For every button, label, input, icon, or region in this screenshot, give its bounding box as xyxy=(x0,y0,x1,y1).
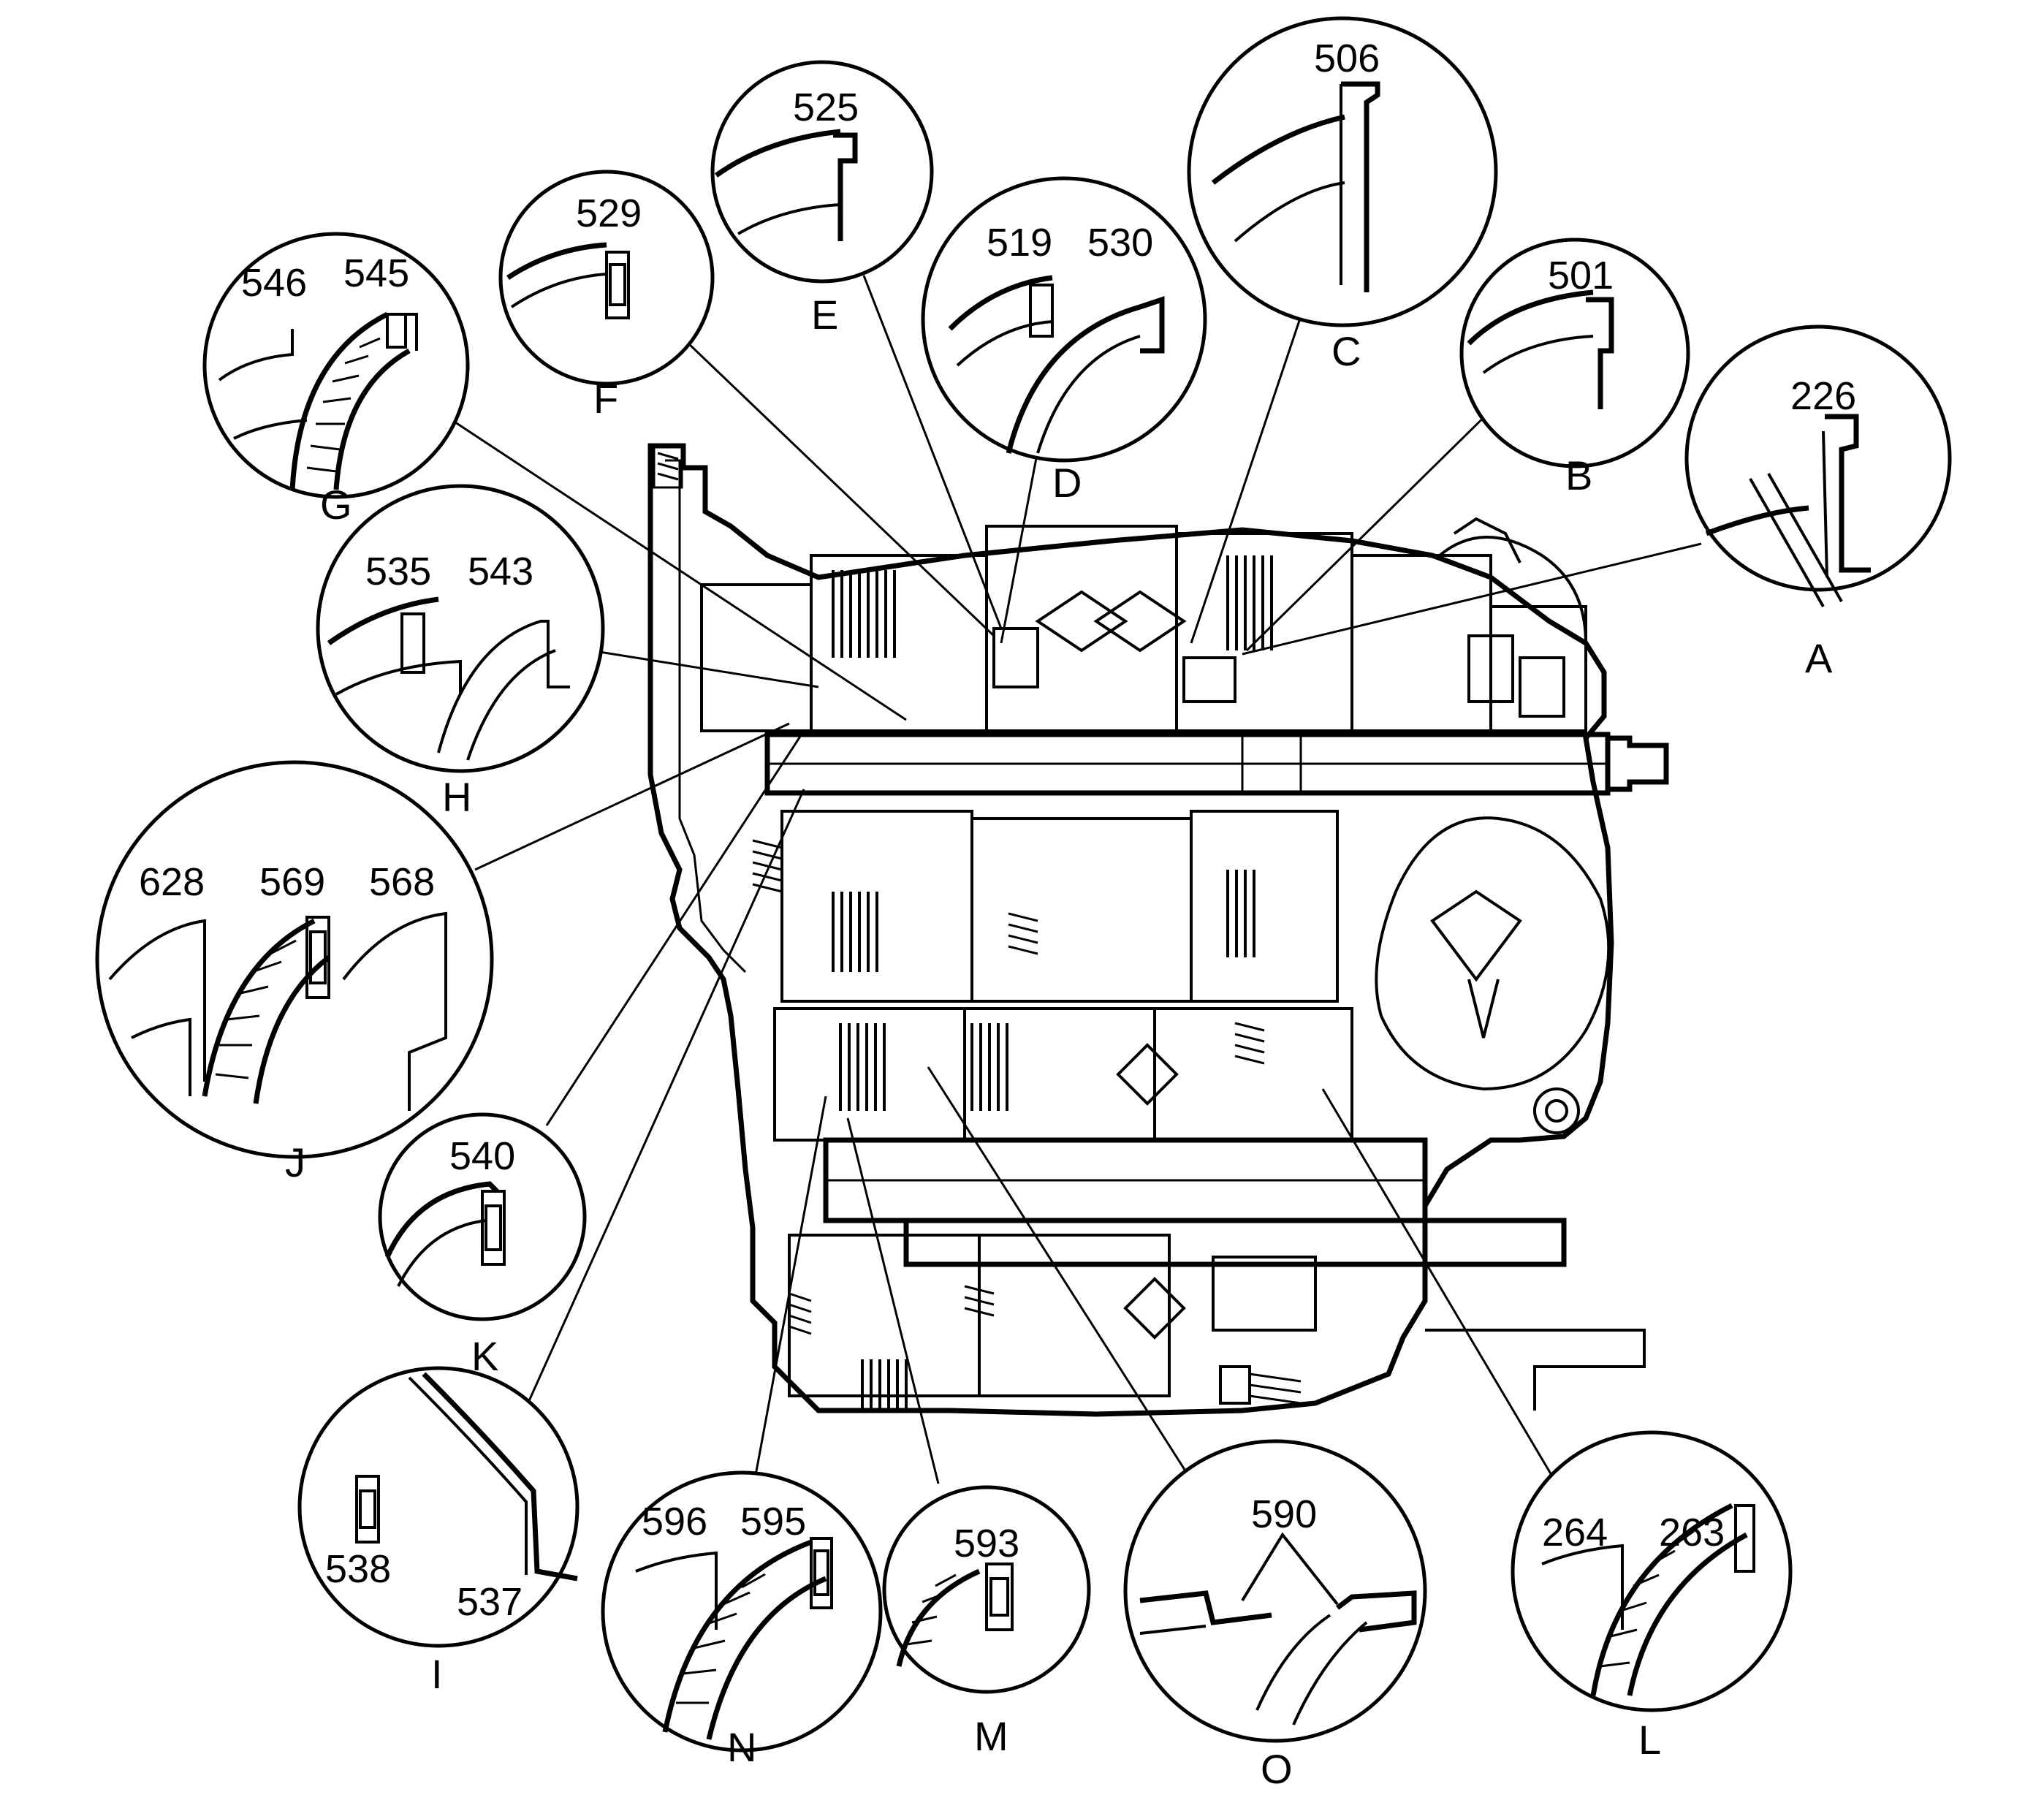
callout-g-circle xyxy=(202,232,470,499)
callout-f-part-1: 529 xyxy=(576,191,642,235)
callout-a-part-1: 226 xyxy=(1790,374,1856,418)
callout-j-part-1: 628 xyxy=(139,860,205,904)
callout-e: 525 E xyxy=(710,60,934,338)
callout-k-letter: K xyxy=(471,1333,498,1379)
callout-c-letter: C xyxy=(1331,328,1361,374)
callout-a-letter: A xyxy=(1805,635,1833,681)
callout-j-letter: J xyxy=(285,1139,305,1185)
callout-e-part-1: 525 xyxy=(793,86,859,129)
callout-d: 519 530 D xyxy=(921,176,1207,506)
callout-h-circle xyxy=(316,484,605,773)
callout-k: 540 K xyxy=(378,1112,587,1379)
callout-d-part-2: 530 xyxy=(1087,221,1153,265)
callout-i-circle xyxy=(297,1366,580,1648)
callout-o-circle xyxy=(1123,1439,1427,1743)
callout-d-circle xyxy=(921,176,1207,463)
callout-g-letter: G xyxy=(320,482,352,528)
callout-g-part-1: 546 xyxy=(241,261,307,305)
callout-e-circle xyxy=(710,60,934,284)
callout-l-letter: L xyxy=(1638,1717,1661,1763)
callout-j: 628 569 568 J xyxy=(95,760,494,1185)
callout-h-letter: H xyxy=(442,774,471,820)
callout-n-part-2: 595 xyxy=(740,1500,806,1544)
callout-i-letter: I xyxy=(431,1651,443,1697)
callout-f-letter: F xyxy=(593,376,618,422)
clutch-stack-upper-mid xyxy=(1226,555,1273,650)
callout-h: 535 543 H xyxy=(316,484,605,820)
callout-i: 538 537 I xyxy=(297,1366,580,1697)
callout-j-circle xyxy=(95,760,494,1159)
callout-n: 596 595 N xyxy=(601,1470,883,1770)
callout-c-part-1: 506 xyxy=(1314,37,1380,80)
clutch-stack-upper-left xyxy=(832,570,896,658)
callout-l-part-1: 264 xyxy=(1542,1511,1608,1554)
callout-d-letter: D xyxy=(1052,460,1082,506)
callout-l-part-2: 263 xyxy=(1659,1511,1725,1554)
callout-c: 506 C xyxy=(1187,16,1498,374)
callout-k-part-1: 540 xyxy=(449,1134,515,1178)
transmission-cross-section xyxy=(647,443,1669,1417)
callout-m-letter: M xyxy=(974,1713,1008,1759)
callout-n-part-1: 596 xyxy=(642,1500,707,1544)
callout-f: 529 F xyxy=(498,170,715,422)
callout-b: 501 B xyxy=(1459,238,1690,498)
callout-e-letter: E xyxy=(811,292,838,338)
callout-a-circle xyxy=(1684,324,1952,592)
callout-o-part-1: 590 xyxy=(1251,1492,1317,1536)
callout-d-part-1: 519 xyxy=(987,221,1052,265)
callout-n-letter: N xyxy=(727,1724,756,1770)
leader-lines xyxy=(441,275,1702,1492)
callout-h-part-2: 543 xyxy=(468,550,533,593)
callout-m-part-1: 593 xyxy=(954,1522,1019,1565)
callout-j-part-2: 569 xyxy=(259,860,325,904)
callout-i-part-1: 538 xyxy=(325,1547,391,1591)
callout-a: 226 A xyxy=(1684,324,1952,681)
callout-b-circle xyxy=(1459,238,1690,468)
callout-g-part-2: 545 xyxy=(343,251,409,295)
callout-m: 593 M xyxy=(882,1485,1091,1759)
callout-b-letter: B xyxy=(1565,452,1592,498)
callout-l-circle xyxy=(1511,1430,1793,1712)
callout-b-part-1: 501 xyxy=(1548,254,1614,297)
callout-g: 546 545 G xyxy=(202,232,470,528)
callout-o-letter: O xyxy=(1261,1746,1293,1792)
callout-j-part-3: 568 xyxy=(369,860,435,904)
callout-h-part-1: 535 xyxy=(365,550,431,593)
callout-i-part-2: 537 xyxy=(457,1580,523,1624)
callout-l: 264 263 L xyxy=(1511,1430,1793,1763)
callout-o: 590 O xyxy=(1123,1439,1427,1792)
